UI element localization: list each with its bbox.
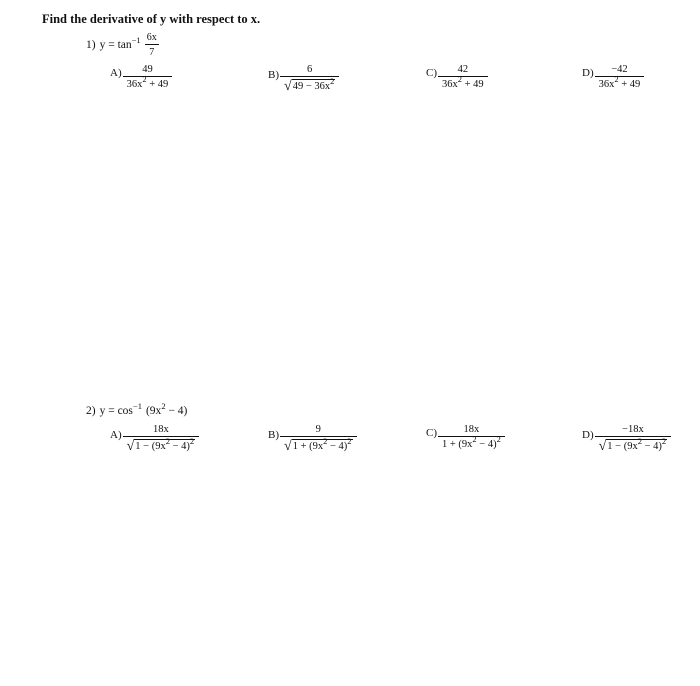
fraction-numerator: 18x — [122, 424, 200, 437]
choice-letter: A) — [110, 428, 122, 441]
fraction-denominator: 36x2 + 49 — [442, 74, 484, 90]
problem-1-question: 1) y = tan −1 6x 7 — [86, 32, 159, 58]
fraction-denominator: 1 + (9x2 − 4)2 — [442, 434, 501, 450]
choice-fraction: 6 √49 − 36x2 — [280, 64, 340, 94]
choice-letter: C) — [426, 67, 437, 79]
question-exponent: −1 — [132, 401, 142, 411]
question-lhs: y = cos — [99, 405, 133, 417]
fraction-numerator: 6x — [144, 32, 159, 45]
choice-letter: C) — [426, 427, 437, 439]
choice-fraction: 18x 1 + (9x2 − 4)2 — [438, 424, 505, 450]
choice-d[interactable]: D) −18x √1 − (9x2 − 4)2 — [582, 424, 672, 454]
choice-fraction: −18x √1 − (9x2 − 4)2 — [594, 424, 672, 454]
fraction-denominator: 7 — [149, 47, 155, 58]
square-root: √1 − (9x2 − 4)2 — [598, 436, 668, 454]
question-argument: (9x2 − 4) — [145, 401, 188, 417]
choice-a[interactable]: A) 49 36x2 + 49 — [110, 64, 173, 90]
fraction-numerator: 49 — [122, 64, 173, 77]
fraction-denominator: √49 − 36x2 — [280, 76, 339, 94]
fraction-numerator: −42 — [594, 64, 645, 77]
choice-fraction: 42 36x2 + 49 — [438, 64, 488, 90]
choice-letter: B) — [268, 428, 279, 441]
choice-letter: A) — [110, 67, 122, 79]
choice-letter: B) — [268, 68, 279, 81]
problem-2-question: 2) y = cos −1 (9x2 − 4) — [86, 401, 188, 417]
fraction-denominator: √1 + (9x2 − 4)2 — [280, 436, 357, 454]
square-root: √1 + (9x2 − 4)2 — [284, 436, 353, 454]
choice-letter: D) — [582, 67, 594, 79]
instructions-heading: Find the derivative of y with respect to… — [42, 12, 261, 26]
question-lhs: y = tan — [99, 39, 132, 51]
choice-fraction: 49 36x2 + 49 — [122, 64, 173, 90]
choice-b[interactable]: B) 9 √1 + (9x2 − 4)2 — [268, 424, 357, 454]
choice-letter: D) — [582, 428, 594, 441]
fraction-numerator: −18x — [594, 424, 672, 437]
fraction-denominator: √1 − (9x2 − 4)2 — [123, 436, 200, 454]
choice-a[interactable]: A) 18x √1 − (9x2 − 4)2 — [110, 424, 200, 454]
choice-c[interactable]: C) 42 36x2 + 49 — [426, 64, 488, 90]
problem-number: 2) — [86, 405, 96, 417]
choice-c[interactable]: C) 18x 1 + (9x2 − 4)2 — [426, 424, 505, 450]
fraction-denominator: 36x2 + 49 — [126, 74, 169, 90]
question-exponent: −1 — [131, 35, 141, 45]
choice-d[interactable]: D) −42 36x2 + 49 — [582, 64, 645, 90]
question-fraction: 6x 7 — [144, 32, 159, 58]
choice-fraction: 9 √1 + (9x2 − 4)2 — [280, 424, 357, 454]
fraction-denominator: 36x2 + 49 — [598, 74, 641, 90]
problem-number: 1) — [86, 39, 96, 51]
fraction-denominator: √1 − (9x2 − 4)2 — [595, 436, 672, 454]
choice-b[interactable]: B) 6 √49 − 36x2 — [268, 64, 340, 94]
fraction-numerator: 9 — [280, 424, 357, 437]
square-root: √49 − 36x2 — [284, 76, 336, 94]
choice-fraction: −42 36x2 + 49 — [594, 64, 645, 90]
choice-fraction: 18x √1 − (9x2 − 4)2 — [122, 424, 200, 454]
fraction-numerator: 18x — [438, 424, 505, 437]
fraction-numerator: 6 — [280, 64, 340, 77]
fraction-numerator: 42 — [438, 64, 488, 77]
square-root: √1 − (9x2 − 4)2 — [126, 436, 196, 454]
